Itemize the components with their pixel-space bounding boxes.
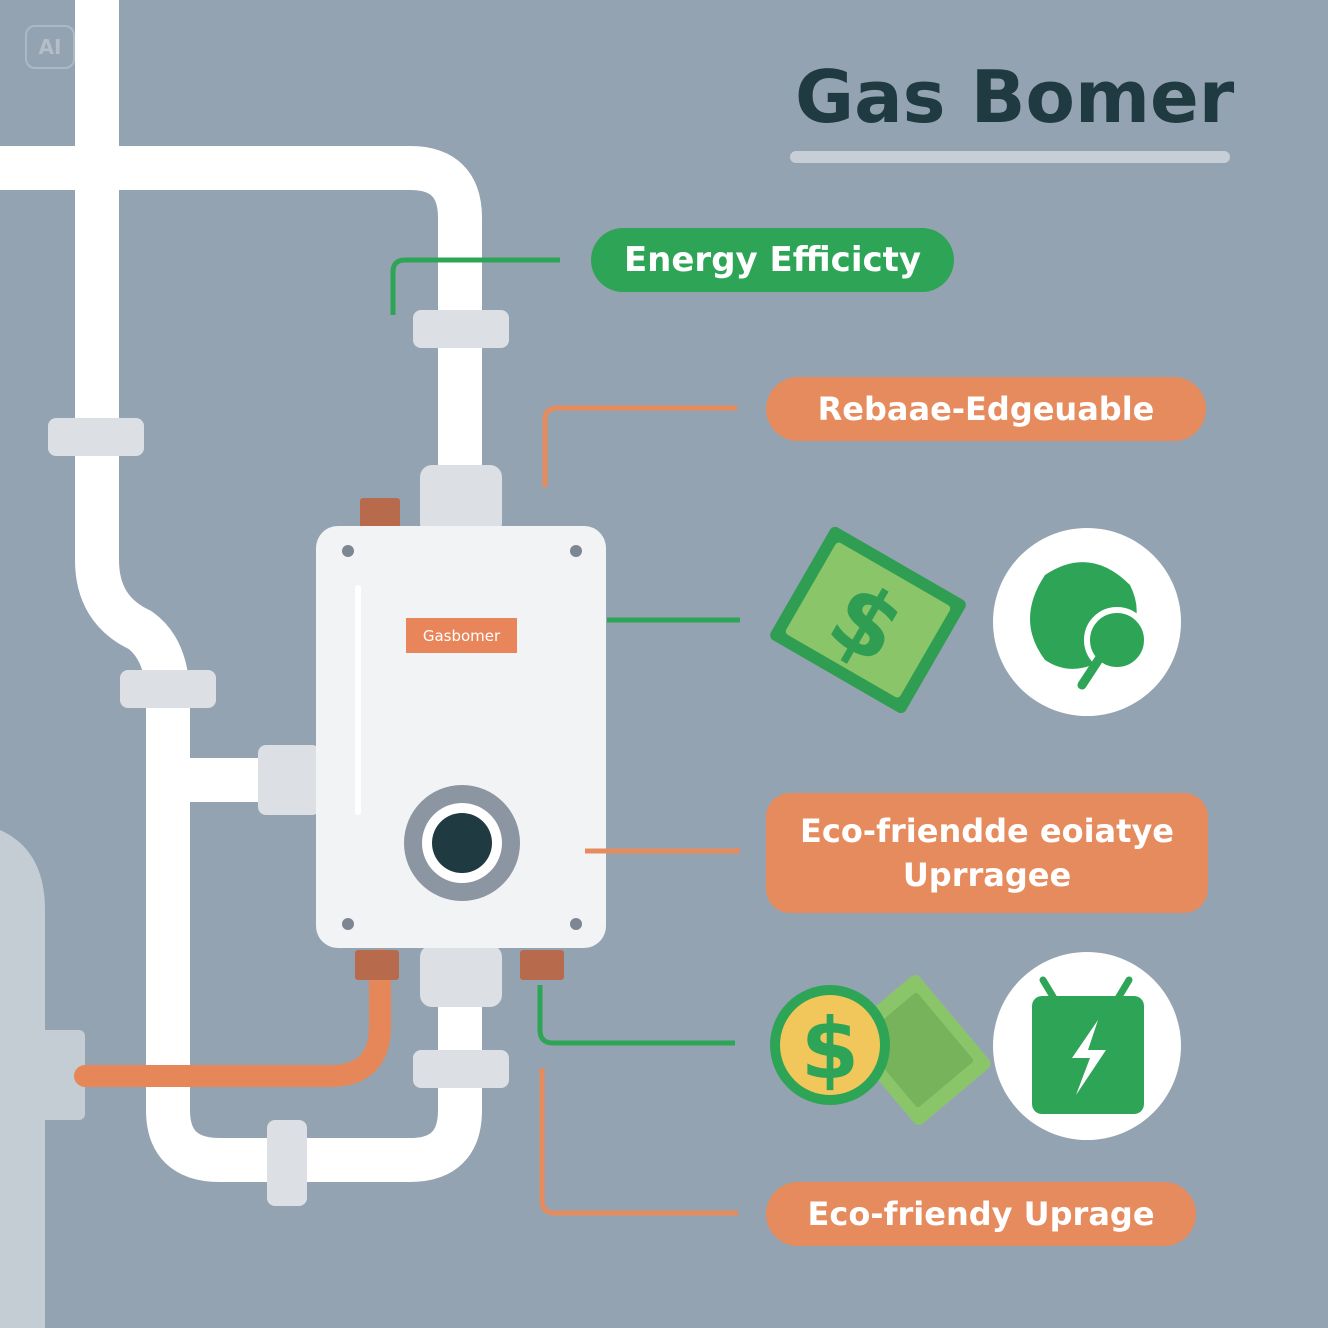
connector-upgrade [539,1068,738,1216]
connector-rebate [542,405,737,487]
tank-connector [40,1030,85,1120]
connector-coin [537,985,735,1046]
heater-highlight [355,585,361,815]
hot-water-pipe [74,949,391,1087]
heater-badge: Gasbomer [406,618,517,653]
copper-fittings [355,498,564,980]
page-title: Gas Bomer [795,55,1235,139]
heater-screws [342,545,582,930]
title-underline [790,151,1230,163]
heater-body [316,526,606,948]
coin-icon: $ [770,974,991,1126]
energy-plug-icon [993,952,1181,1140]
connector-energy [390,257,560,315]
pipe-vertical-left [75,0,482,1182]
tank-edge [0,830,45,1328]
callout-eco-upgrade-line2: Uprragee [902,856,1072,894]
callout-rebate: Rebaae-Edgeuable [766,377,1206,441]
connector-lines [390,257,740,1216]
callout-energy-efficiency: Energy Efficicty [591,228,954,292]
coin-symbol: $ [801,1000,859,1098]
pipe-couplings [48,310,509,1206]
heater-dial-center [432,813,492,873]
ai-watermark: AI [25,25,75,69]
callout-eco-upgrade-line1: Eco-friendde eoiatye [799,812,1174,850]
leaf-icon [993,528,1181,716]
callout-eco-friendly-upgrade: Eco-friendy Uprage [766,1182,1196,1246]
pipe-top-loop [0,146,482,522]
callout-eco-upgrade: Eco-friendde eoiatye Uprragee [766,793,1208,913]
money-bill-icon: $ [770,526,966,714]
